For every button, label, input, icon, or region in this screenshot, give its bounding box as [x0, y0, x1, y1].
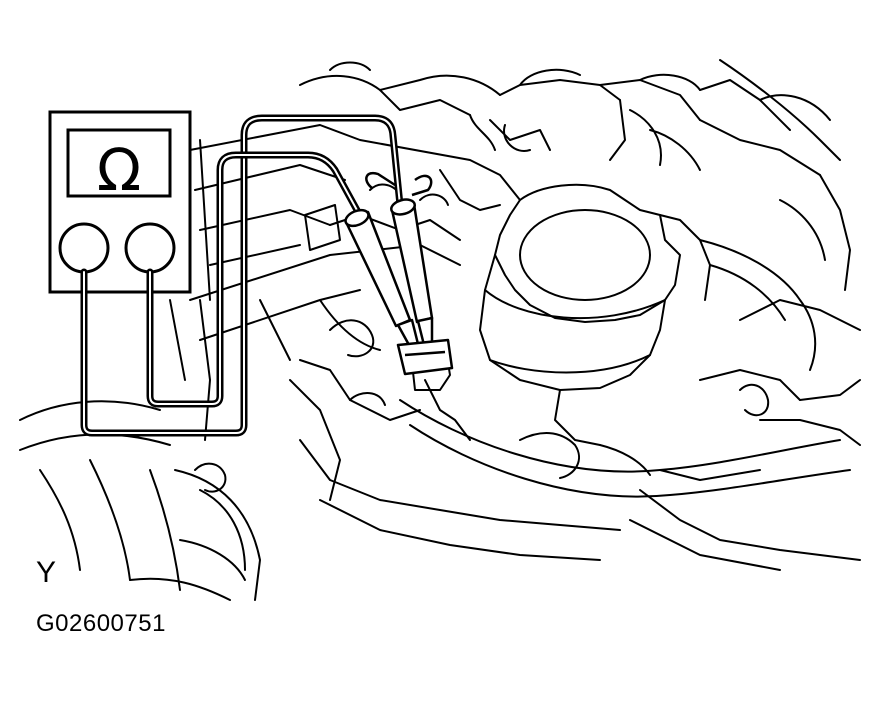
ohmmeter-terminal-left: [58, 222, 110, 274]
figure-code: G02600751: [36, 610, 166, 637]
ohmmeter-display: [66, 128, 172, 198]
test-leads: [80, 114, 404, 437]
sensor-connector: [396, 338, 454, 376]
corner-label: Y: [36, 556, 57, 589]
ohm-symbol: Ω: [97, 136, 141, 204]
engine-bay-drawing: [19, 59, 861, 601]
ohmmeter-terminal-right: [124, 222, 176, 274]
ohmmeter-body: Ω: [48, 110, 192, 294]
test-probes: [344, 171, 454, 376]
